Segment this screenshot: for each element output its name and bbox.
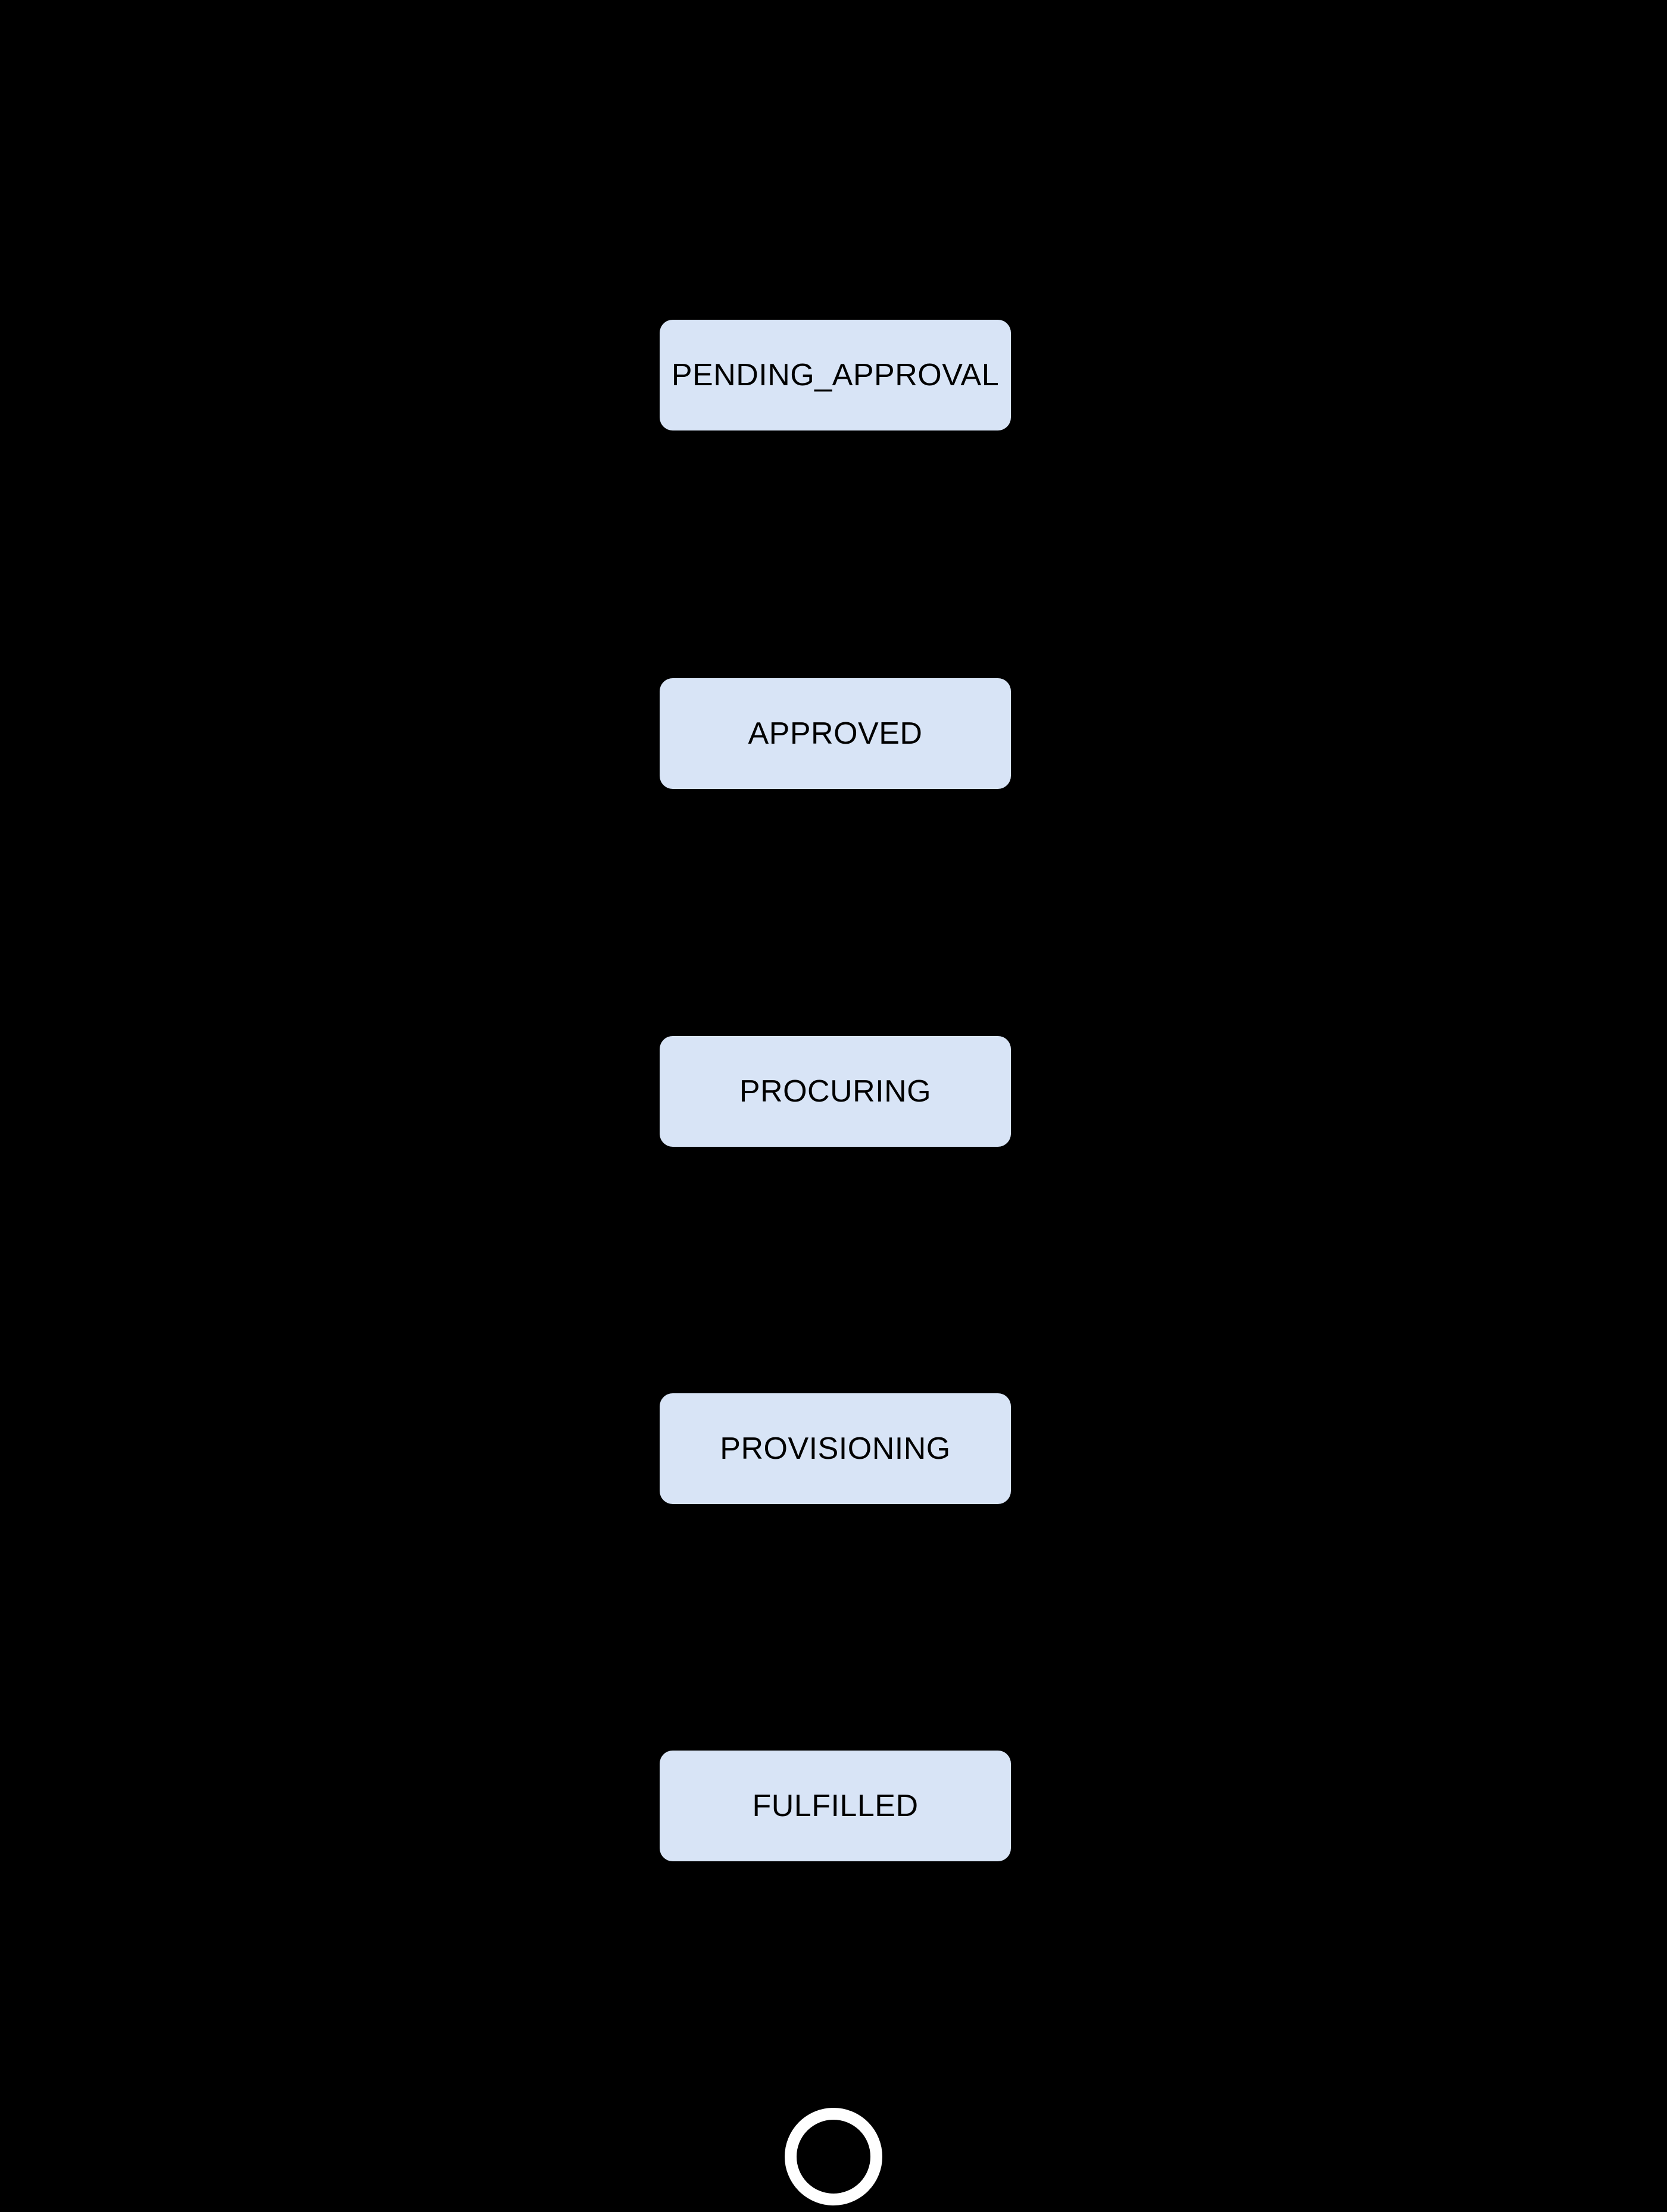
state-label-pending-approval: PENDING_APPROVAL <box>671 358 1000 392</box>
state-node-provisioning: PROVISIONING <box>660 1393 1011 1504</box>
state-node-approved: APPROVED <box>660 678 1011 789</box>
state-label-approved: APPROVED <box>748 716 923 751</box>
state-node-procuring: PROCURING <box>660 1036 1011 1147</box>
state-label-procuring: PROCURING <box>739 1074 932 1109</box>
final-state-ring-icon <box>785 2108 882 2205</box>
state-label-fulfilled: FULFILLED <box>752 1789 919 1823</box>
state-node-fulfilled: FULFILLED <box>660 1751 1011 1861</box>
state-label-provisioning: PROVISIONING <box>720 1431 951 1466</box>
state-node-pending-approval: PENDING_APPROVAL <box>660 320 1011 430</box>
